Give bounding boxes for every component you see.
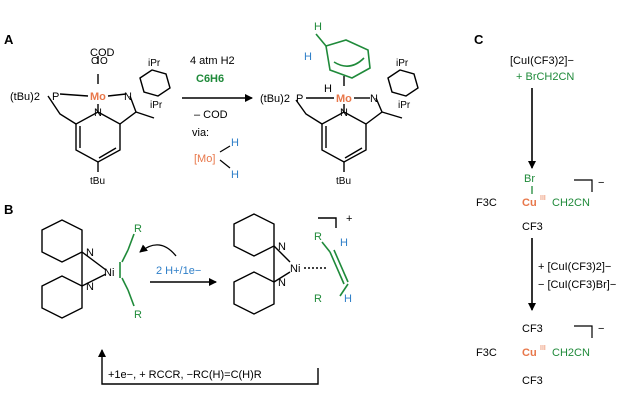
n-upper: N bbox=[86, 247, 94, 259]
cation-charge: + bbox=[346, 213, 352, 225]
ch2-h-side: H bbox=[304, 51, 312, 63]
ipr-top: iPr bbox=[148, 58, 161, 69]
cu-oxidation-state: III bbox=[540, 195, 546, 202]
panel-label-b: B bbox=[4, 202, 13, 217]
arrow-a-condition-1: 4 atm H2 bbox=[190, 55, 235, 67]
co-ligand-o: O bbox=[100, 56, 108, 67]
p-label-product: P bbox=[296, 93, 303, 105]
co-ligand-c: C bbox=[91, 56, 98, 67]
step-cu-added: + [CuI(CF3)2]− bbox=[538, 261, 611, 273]
mo-intermediate: [Mo] bbox=[194, 153, 215, 165]
tbu-ring-product: tBu bbox=[336, 176, 351, 187]
h-upper-product: H bbox=[340, 237, 348, 249]
ni-label: Ni bbox=[104, 267, 114, 279]
n-pyridine: N bbox=[94, 107, 102, 119]
ni-bipy-alkene-labels: N N Ni R H R H + bbox=[278, 213, 352, 305]
reagent-cu-i: [CuI(CF3)2]− bbox=[510, 55, 574, 67]
step-cu-removed: − [CuI(CF3)Br]− bbox=[538, 279, 616, 291]
r-upper-product: R bbox=[314, 231, 322, 243]
alkene-ligand bbox=[321, 241, 349, 297]
r-lower: R bbox=[134, 309, 142, 321]
cf3-bottom-2: CF3 bbox=[522, 375, 543, 387]
r-upper: R bbox=[134, 223, 142, 235]
br-ligand: Br bbox=[524, 173, 535, 185]
mo-cod-complex bbox=[47, 56, 171, 172]
h-upper: H bbox=[231, 137, 239, 149]
reagent-bromoacetonitrile: + BrCH2CN bbox=[516, 71, 574, 83]
h-lower: H bbox=[231, 169, 239, 181]
tbu2-label: (tBu)2 bbox=[10, 91, 40, 103]
n-lower: N bbox=[86, 281, 94, 293]
n-imine-product: N bbox=[370, 93, 378, 105]
n-lower-product: N bbox=[278, 277, 286, 289]
cu-oxidation-state-2: III bbox=[540, 345, 546, 352]
ipr-top-product: iPr bbox=[396, 58, 409, 69]
panel-label-c: C bbox=[474, 32, 484, 47]
anion-bracket bbox=[574, 179, 593, 192]
curved-arrow-b bbox=[139, 244, 177, 257]
h-lower-product: H bbox=[344, 293, 352, 305]
cod-label: COD bbox=[90, 47, 115, 59]
cu-center-2: Cu bbox=[522, 347, 537, 359]
tbu-ring: tBu bbox=[90, 176, 105, 187]
anion-bracket-2 bbox=[574, 325, 593, 338]
mo-cod-complex-labels: COD C O Mo N N P (tBu)2 iPr iPr tBu bbox=[10, 47, 163, 187]
r-lower-product: R bbox=[314, 293, 322, 305]
cyclohexadienyl-ligand bbox=[315, 33, 371, 79]
arrow-b-label: 2 H+/1e− bbox=[156, 265, 201, 277]
f3c-left: F3C bbox=[476, 197, 497, 209]
ni-label-product: Ni bbox=[290, 263, 300, 275]
ni-bipy-alkyne-labels: N N Ni R R bbox=[86, 223, 142, 321]
ch2-h-top: H bbox=[314, 21, 322, 33]
mo-arene-product-labels: H H H Mo N N P (tBu)2 iPr iPr tBu bbox=[260, 21, 411, 187]
panel-label-a: A bbox=[4, 32, 14, 47]
mo-label: Mo bbox=[90, 91, 106, 103]
mo-h-bond-2 bbox=[219, 159, 231, 169]
alkyne-ligand-b1 bbox=[119, 233, 135, 307]
ch2cn-ligand: CH2CN bbox=[552, 197, 590, 209]
cu-iii-tris-cf3-complex: CF3 F3C Cu III CH2CN CF3 − bbox=[476, 323, 604, 387]
anion-charge-2: − bbox=[598, 323, 604, 335]
ch2cn-ligand-2: CH2CN bbox=[552, 347, 590, 359]
ipr-bottom: iPr bbox=[150, 100, 163, 111]
cycle-label: +1e−, + RCCR, −RC(H)=C(H)R bbox=[108, 369, 262, 381]
cu-iii-bromide-complex: Br F3C Cu III CH2CN CF3 − bbox=[476, 173, 604, 233]
n-pyridine-product: N bbox=[340, 107, 348, 119]
mo-arene-product bbox=[295, 69, 419, 172]
cf3-top: CF3 bbox=[522, 323, 543, 335]
arrow-a-condition-2: C6H6 bbox=[196, 73, 224, 85]
tbu2-label-product: (tBu)2 bbox=[260, 93, 290, 105]
p-label: P bbox=[52, 91, 59, 103]
arrow-a-cod-loss: – COD bbox=[194, 109, 228, 121]
cycle-return-arrow bbox=[98, 349, 319, 385]
ni-bipy-alkyne bbox=[41, 219, 107, 319]
mo-h-bond-1 bbox=[219, 145, 231, 153]
n-imine: N bbox=[124, 91, 132, 103]
mo-label-product: Mo bbox=[336, 93, 352, 105]
mo-h: H bbox=[324, 83, 332, 95]
f3c-left-2: F3C bbox=[476, 347, 497, 359]
ipr-bottom-product: iPr bbox=[398, 100, 411, 111]
anion-charge: − bbox=[598, 177, 604, 189]
n-upper-product: N bbox=[278, 241, 286, 253]
cf3-bottom: CF3 bbox=[522, 221, 543, 233]
ni-bipy-alkene bbox=[233, 213, 337, 315]
via-label: via: bbox=[192, 127, 209, 139]
cu-center: Cu bbox=[522, 197, 537, 209]
